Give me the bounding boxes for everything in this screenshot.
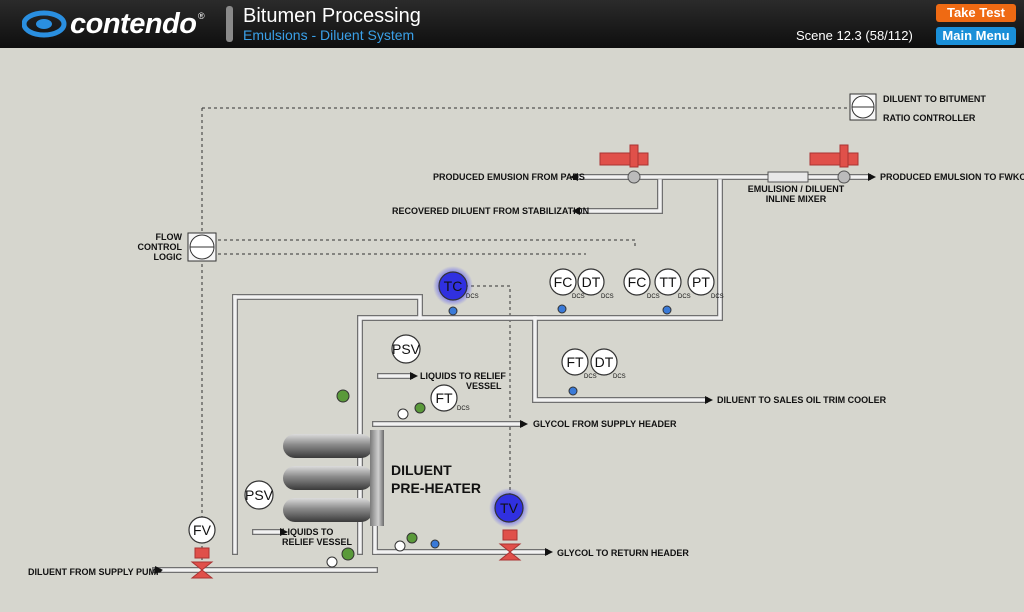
label-liquids-relief-top-1: LIQUIDS TO RELIEF xyxy=(420,371,506,381)
inline-mixer xyxy=(767,171,809,183)
logo-registered: ® xyxy=(198,11,205,21)
take-test-button[interactable]: Take Test xyxy=(936,4,1016,22)
top-bar: contendo ® Bitumen Processing Emulsions … xyxy=(0,0,1024,48)
page-title: Bitumen Processing xyxy=(243,5,421,27)
label-preheater-2: PRE-HEATER xyxy=(391,480,481,496)
dcs-tag-fc1: DCS xyxy=(572,294,585,300)
ratio-controller-symbol xyxy=(849,93,877,121)
emulsion-valve-actuators xyxy=(599,144,859,184)
instrument-bubbles xyxy=(188,268,715,544)
ft-top-label[interactable]: FT xyxy=(435,390,453,406)
label-recovered-diluent: RECOVERED DILUENT FROM STABILIZATION xyxy=(392,206,589,216)
label-glycol-supply: GLYCOL FROM SUPPLY HEADER xyxy=(533,419,677,429)
label-sales-oil: DILUENT TO SALES OIL TRIM COOLER xyxy=(717,395,887,405)
flow-arrows xyxy=(155,173,876,574)
logo-text: contendo xyxy=(70,8,197,40)
label-supply-pump: DILUENT FROM SUPPLY PUMP xyxy=(28,567,162,577)
fc2-label[interactable]: FC xyxy=(628,274,647,290)
psv-bot-label[interactable]: PSV xyxy=(245,487,274,503)
psv-top-label[interactable]: PSV xyxy=(392,341,421,357)
dt1-label[interactable]: DT xyxy=(582,274,601,290)
fv-label[interactable]: FV xyxy=(193,522,212,538)
signal-lines xyxy=(201,107,848,560)
diluent-pre-heater xyxy=(283,430,384,526)
fv-valve xyxy=(190,547,214,579)
label-mixer-2: INLINE MIXER xyxy=(766,194,827,204)
process-diagram: TC TV FC DT FC TT PT PSV FT FT DT PSV FV… xyxy=(28,93,1024,579)
dcs-tag-dt-sales: DCS xyxy=(613,374,626,380)
dcs-tag-pt: DCS xyxy=(711,294,724,300)
label-preheater-1: DILUENT xyxy=(391,462,452,478)
tc-label[interactable]: TC xyxy=(444,278,463,294)
dt-sales-label[interactable]: DT xyxy=(595,354,614,370)
pt-label[interactable]: PT xyxy=(692,274,710,290)
dcs-tag-tt: DCS xyxy=(678,294,691,300)
dcs-tag-tc: DCS xyxy=(466,294,479,300)
tv-valve xyxy=(498,529,522,561)
label-glycol-return: GLYCOL TO RETURN HEADER xyxy=(557,548,689,558)
ft-sales-label[interactable]: FT xyxy=(566,354,584,370)
scene-counter: Scene 12.3 (58/112) xyxy=(796,28,913,43)
tt-label[interactable]: TT xyxy=(659,274,677,290)
dcs-tag-ft-top: DCS xyxy=(457,406,470,412)
label-liquids-relief-bot-1: LIQUIDS TO xyxy=(282,527,333,537)
label-emulsion-to-fwko: PRODUCED EMULSION TO FWKO xyxy=(880,172,1024,182)
main-menu-button[interactable]: Main Menu xyxy=(936,27,1016,45)
fc1-label[interactable]: FC xyxy=(554,274,573,290)
label-liquids-relief-top-2: VESSEL xyxy=(466,381,502,391)
contendo-logo: contendo ® xyxy=(22,9,212,39)
label-flow: FLOW xyxy=(156,232,183,242)
label-ratio-controller-2: RATIO CONTROLLER xyxy=(883,113,976,123)
dcs-tag-dt1: DCS xyxy=(601,294,614,300)
label-emulsion-from-pads: PRODUCED EMUSION FROM PADS xyxy=(433,172,585,182)
dcs-tag-fc2: DCS xyxy=(647,294,660,300)
pipes xyxy=(152,174,871,573)
gauge-icons xyxy=(326,304,672,568)
logo-swoosh-icon xyxy=(22,10,67,38)
label-ratio-controller-1: DILUENT TO BITUMENT xyxy=(883,94,986,104)
header-divider xyxy=(226,6,233,42)
dcs-tag-ft-sales: DCS xyxy=(584,374,597,380)
flow-control-logic-symbol xyxy=(187,232,217,262)
page-subtitle: Emulsions - Diluent System xyxy=(243,27,415,43)
label-mixer-1: EMULISION / DILUENT xyxy=(748,184,845,194)
label-liquids-relief-bot-2: RELIEF VESSEL xyxy=(282,537,353,547)
tv-label[interactable]: TV xyxy=(500,500,519,516)
label-control: CONTROL xyxy=(138,242,183,252)
label-logic: LOGIC xyxy=(154,252,183,262)
